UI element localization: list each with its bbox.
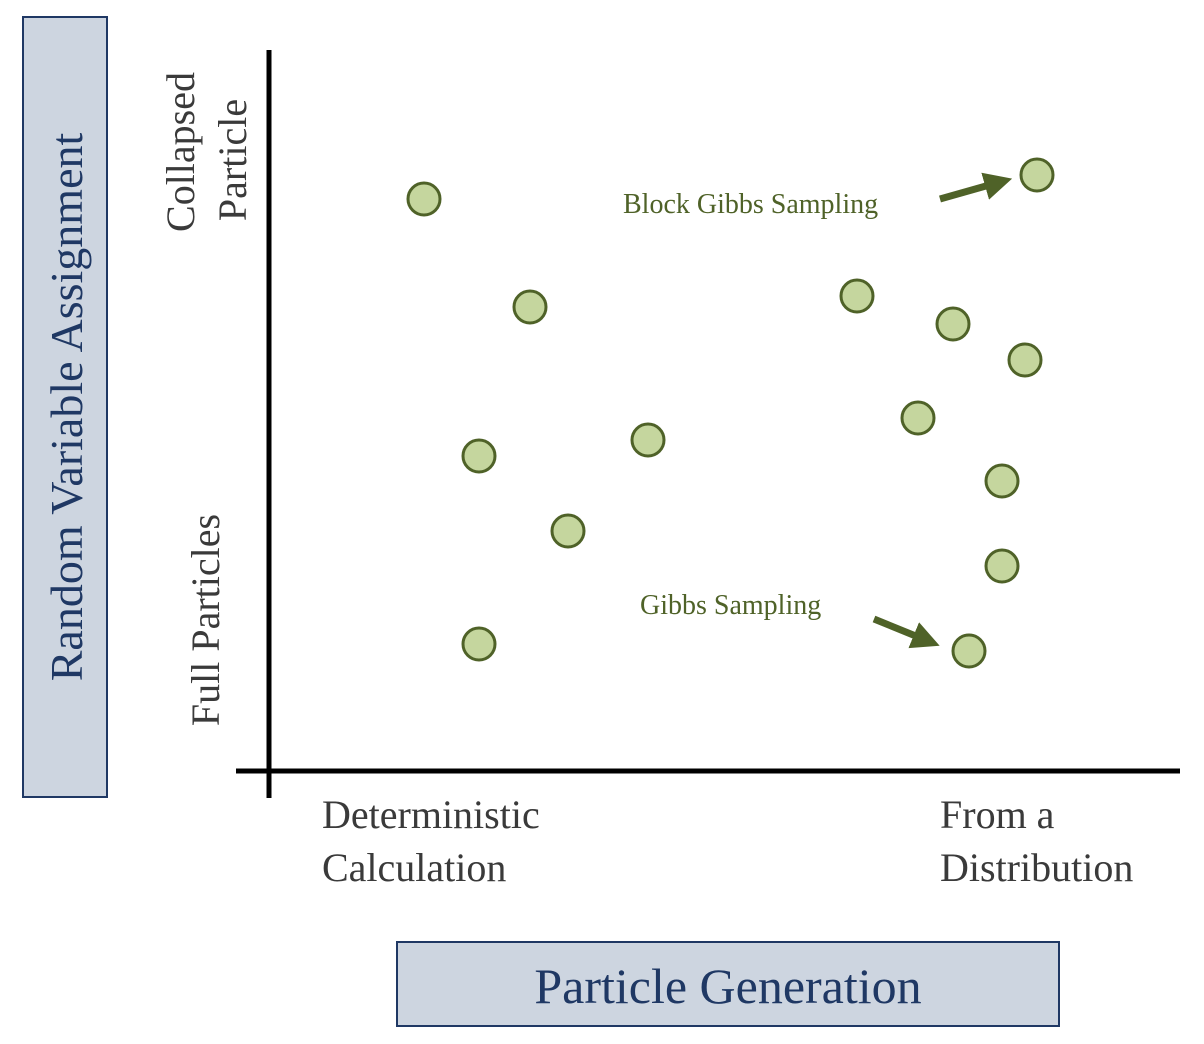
arrow-gibbs — [872, 615, 940, 649]
arrow-block-gibbs — [939, 172, 1013, 203]
x-category-left-line1: Deterministic — [322, 792, 540, 837]
point-4 — [550, 513, 586, 549]
y-category-top-line2: Particle — [210, 99, 255, 221]
y-category-bottom: Full Particles — [183, 514, 228, 726]
point-14 — [1019, 157, 1055, 193]
x-axis-title: Particle Generation — [534, 958, 921, 1014]
x-category-right-line1: From a — [940, 792, 1055, 837]
y-axis-title-box: Random Variable Assignment — [22, 16, 108, 798]
y-axis-title: Random Variable Assignment — [41, 133, 92, 682]
y-category-top-line1: Collapsed — [158, 72, 203, 232]
point-6 — [630, 422, 666, 458]
point-1 — [406, 181, 442, 217]
points-group — [406, 157, 1055, 669]
point-5 — [461, 626, 497, 662]
point-9 — [1007, 342, 1043, 378]
point-7 — [839, 278, 875, 314]
annotation-block-gibbs: Block Gibbs Sampling — [623, 189, 878, 220]
x-category-left-line2: Calculation — [322, 845, 506, 890]
point-2 — [512, 289, 548, 325]
point-13 — [951, 633, 987, 669]
point-12 — [984, 548, 1020, 584]
point-3 — [461, 438, 497, 474]
point-11 — [984, 463, 1020, 499]
x-category-right-line2: Distribution — [940, 845, 1133, 890]
point-10 — [900, 400, 936, 436]
annotation-gibbs: Gibbs Sampling — [640, 590, 821, 621]
point-8 — [935, 306, 971, 342]
x-axis-title-box: Particle Generation — [396, 941, 1060, 1027]
